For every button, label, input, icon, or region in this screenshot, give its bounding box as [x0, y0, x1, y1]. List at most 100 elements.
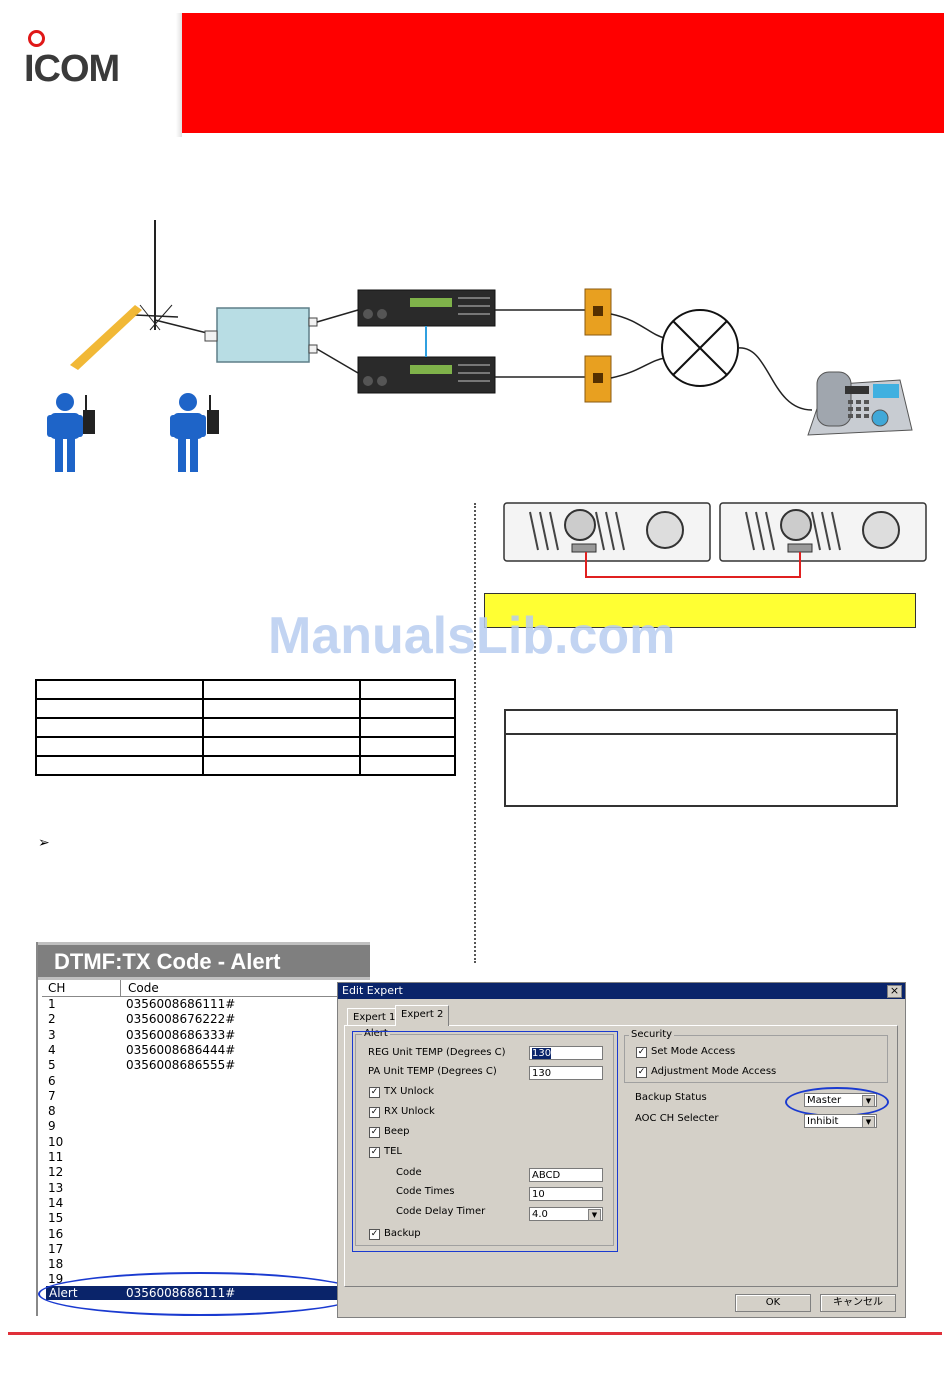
list-item[interactable]: 10 — [38, 1135, 338, 1150]
dtmf-title: DTMF:TX Code - Alert — [54, 949, 281, 974]
list-item[interactable]: 11 — [38, 1150, 338, 1165]
rear-panel-2 — [719, 502, 927, 562]
list-item-ch: 5 — [48, 1058, 56, 1073]
backup-status-highlight-oval — [785, 1087, 889, 1117]
alert-group-label: Alert — [362, 1028, 390, 1039]
dtmf-column-header: CH Code — [42, 980, 370, 997]
set-mode-label: Set Mode Access — [651, 1046, 736, 1057]
bullet-icon: ➢ — [38, 835, 50, 851]
logo-text: ICOM — [24, 48, 120, 90]
table-cell — [359, 755, 456, 776]
list-item-code: 0356008686333# — [126, 1027, 236, 1042]
list-item[interactable]: 3 0356008686333# — [38, 1028, 338, 1043]
alert-group-highlight — [352, 1031, 618, 1252]
list-item[interactable]: 6 — [38, 1074, 338, 1089]
list-item-ch: 12 — [48, 1165, 64, 1180]
table-row — [35, 717, 456, 738]
column-header-code[interactable]: Code — [128, 981, 159, 995]
list-item[interactable]: 15 — [38, 1211, 338, 1226]
desk-phone-icon — [807, 371, 913, 436]
handheld-radio-icon-1 — [83, 395, 95, 434]
radio-wave-icon — [70, 305, 142, 370]
list-item-code: 0356008686555# — [126, 1058, 236, 1073]
beep-checkbox[interactable]: ✓ — [369, 1127, 380, 1138]
reg-temp-input[interactable]: 130 — [529, 1046, 603, 1060]
security-group: Security — [624, 1029, 888, 1083]
footer-rule — [8, 1332, 942, 1335]
list-item[interactable]: 13 — [38, 1181, 338, 1196]
column-header-ch[interactable]: CH — [48, 981, 66, 995]
aoc-selector-label: AOC CH Selecter — [635, 1113, 719, 1124]
wall-jack-2 — [584, 355, 612, 403]
code-delay-select[interactable]: 4.0 ▼ — [529, 1207, 603, 1221]
tab-expert-1[interactable]: Expert 1 — [347, 1008, 402, 1026]
rear-panel-diagram — [503, 502, 927, 578]
code-label: Code — [396, 1167, 422, 1178]
code-times-label: Code Times — [396, 1186, 455, 1197]
set-mode-checkbox[interactable]: ✓ — [636, 1047, 647, 1058]
list-item[interactable]: 5 0356008686555# — [38, 1058, 338, 1073]
table-row — [35, 736, 456, 757]
tx-unlock-checkbox[interactable]: ✓ — [369, 1087, 380, 1098]
reg-temp-label: REG Unit TEMP (Degrees C) — [368, 1047, 506, 1058]
list-item-ch: 4 — [48, 1042, 56, 1057]
aoc-selector-select[interactable]: Inhibit ▼ — [804, 1114, 877, 1128]
handheld-radio-icon-2 — [207, 395, 219, 434]
yellow-note-box — [484, 593, 916, 628]
repeater-unit-2 — [357, 356, 496, 394]
list-item-code: 0356008686444# — [126, 1042, 236, 1057]
list-item[interactable]: 16 — [38, 1227, 338, 1242]
tel-checkbox[interactable]: ✓ — [369, 1147, 380, 1158]
beep-label: Beep — [384, 1126, 410, 1137]
alert-group: Alert — [355, 1028, 614, 1246]
exchange-icon — [661, 309, 739, 387]
list-item[interactable]: 17 — [38, 1242, 338, 1257]
list-item[interactable]: 18 — [38, 1257, 338, 1272]
table-row — [35, 755, 456, 776]
table-cell — [202, 717, 361, 738]
table-cell — [202, 698, 361, 719]
cancel-button[interactable]: キャンセル — [820, 1294, 896, 1312]
watermark: ManualsLib.com — [268, 607, 676, 665]
list-item-ch: 8 — [48, 1104, 56, 1119]
adjust-mode-checkbox[interactable]: ✓ — [636, 1067, 647, 1078]
table-cell — [35, 679, 204, 700]
list-item[interactable]: 9 — [38, 1119, 338, 1134]
list-item-ch: 3 — [48, 1027, 56, 1042]
code-input[interactable]: ABCD — [529, 1168, 603, 1182]
adjust-mode-label: Adjustment Mode Access — [651, 1066, 777, 1077]
dtmf-title-bar: DTMF:TX Code - Alert — [38, 942, 370, 980]
list-item[interactable]: 14 — [38, 1196, 338, 1211]
list-item-ch: 9 — [48, 1119, 56, 1134]
list-item-ch: 16 — [48, 1226, 64, 1241]
list-item-ch: 18 — [48, 1257, 64, 1272]
pa-temp-input[interactable]: 130 — [529, 1066, 603, 1080]
table-cell — [202, 736, 361, 757]
list-item-ch: 2 — [48, 1012, 56, 1027]
table-row — [35, 679, 456, 700]
header-banner — [182, 13, 944, 133]
list-item[interactable]: 7 — [38, 1089, 338, 1104]
backup-checkbox[interactable]: ✓ — [369, 1229, 380, 1240]
icom-logo: ICOM — [24, 30, 149, 100]
pa-temp-label: PA Unit TEMP (Degrees C) — [368, 1066, 497, 1077]
table-cell — [359, 736, 456, 757]
ok-button[interactable]: OK — [735, 1294, 811, 1312]
banner-shadow — [176, 13, 182, 137]
table-cell — [35, 698, 204, 719]
list-item-code: 0356008676222# — [126, 1012, 236, 1027]
tab-expert-2[interactable]: Expert 2 — [395, 1005, 450, 1026]
code-delay-label: Code Delay Timer — [396, 1206, 486, 1217]
repeater-unit-1 — [357, 289, 496, 327]
list-item[interactable]: 4 0356008686444# — [38, 1043, 338, 1058]
rx-unlock-checkbox[interactable]: ✓ — [369, 1107, 380, 1118]
close-button[interactable]: × — [887, 985, 902, 998]
code-times-input[interactable]: 10 — [529, 1187, 603, 1201]
table-cell — [35, 755, 204, 776]
list-item-ch: 6 — [48, 1073, 56, 1088]
list-item[interactable]: 8 — [38, 1104, 338, 1119]
list-item[interactable]: 2 0356008676222# — [38, 1012, 338, 1027]
list-item[interactable]: 12 — [38, 1165, 338, 1180]
